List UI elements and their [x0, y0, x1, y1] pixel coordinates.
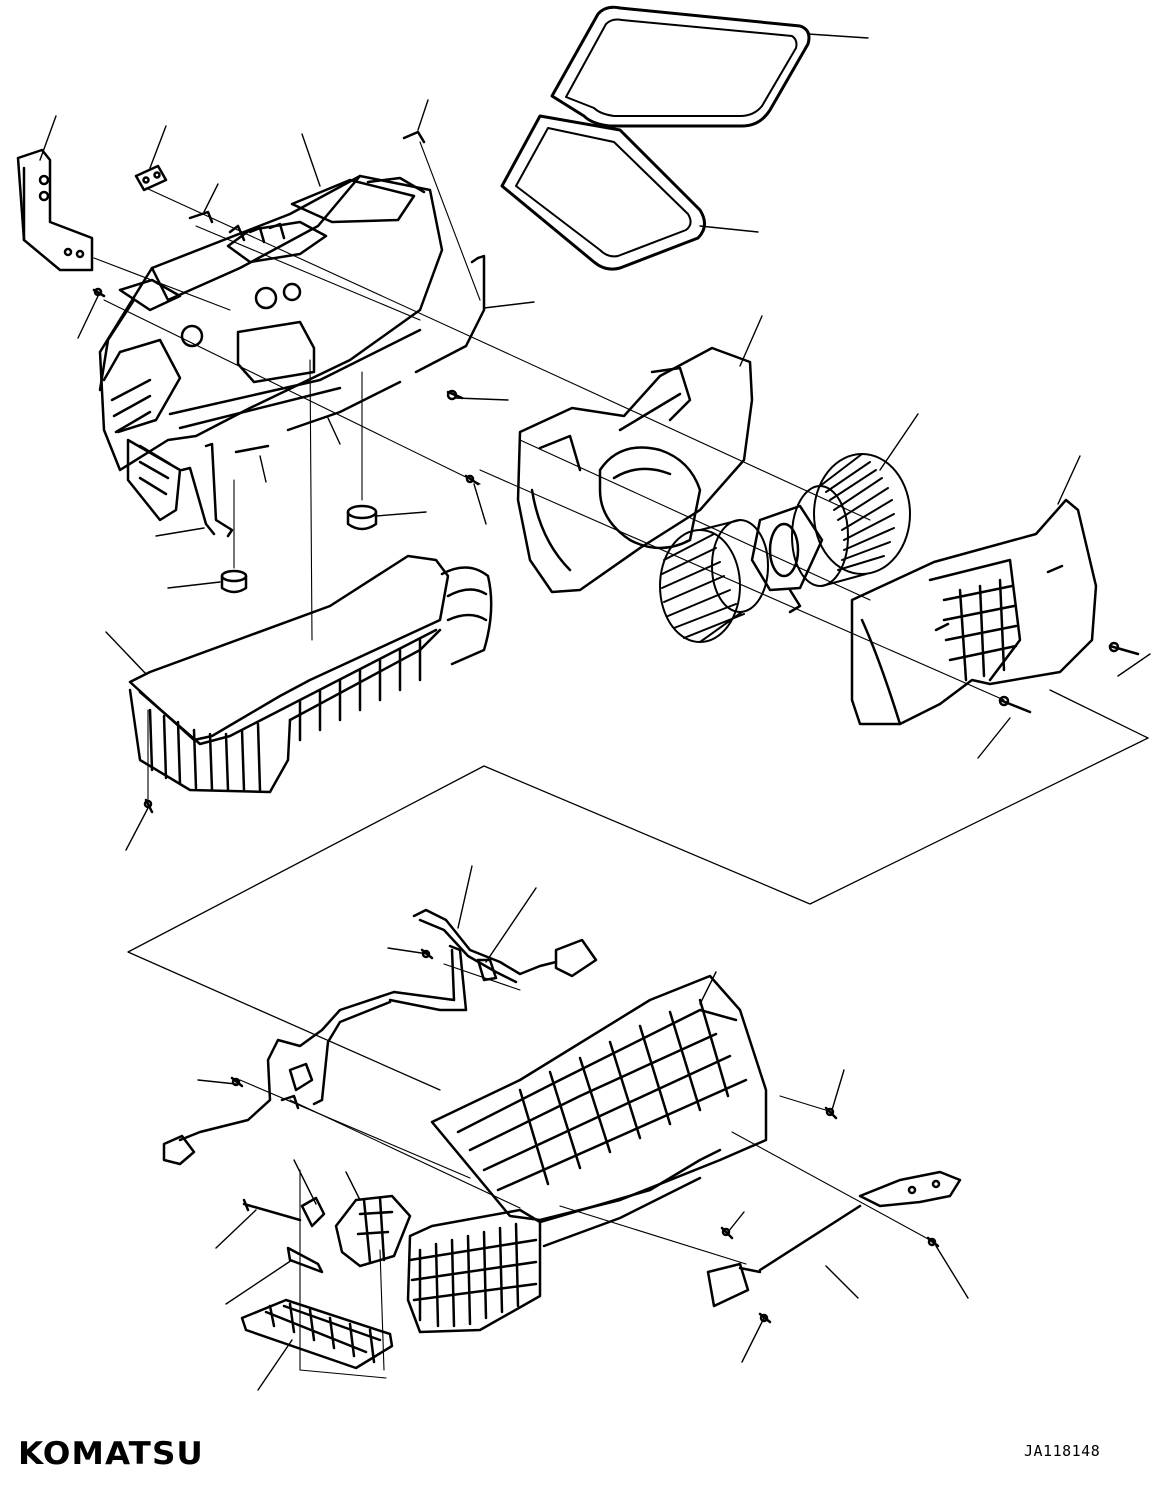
clip-small-a	[188, 210, 214, 224]
duct-tray	[128, 554, 493, 794]
screws-lower	[230, 948, 940, 1324]
leader-lines	[39, 33, 1151, 1391]
fan-wheel-right	[791, 453, 911, 587]
clip-plate	[134, 164, 168, 192]
komatsu-logo: KOMATSU	[18, 1436, 204, 1472]
air-filter	[240, 1298, 394, 1370]
long-bolt	[242, 1198, 302, 1222]
clip-small-b	[402, 130, 426, 144]
blower-motor	[750, 504, 824, 614]
blower-housing-left	[516, 346, 754, 594]
drawing-code: JA118148	[1024, 1442, 1101, 1460]
mounting-bracket-left	[16, 148, 94, 272]
fan-wheel-left	[659, 519, 769, 643]
gasket-rectangular-upper	[550, 5, 811, 128]
small-rods	[234, 380, 402, 454]
blower-case-lower	[406, 974, 768, 1334]
blower-housing-right	[850, 498, 1098, 726]
screw-set	[92, 287, 1140, 814]
sensor-small	[286, 1196, 326, 1274]
alignment-lines	[93, 141, 1005, 1379]
link-rod-left	[180, 442, 234, 538]
actuator-bracket	[334, 1194, 412, 1268]
assembly-boundary-lines	[127, 689, 1149, 1091]
rubber-foot-b	[220, 569, 248, 594]
support-bracket-right	[706, 1170, 962, 1308]
wire-harness	[162, 908, 598, 1166]
link-rod-right	[414, 254, 486, 374]
gasket-hexagonal-lower	[500, 114, 706, 271]
blower-case-upper	[98, 174, 444, 522]
rubber-foot-a	[346, 504, 378, 531]
